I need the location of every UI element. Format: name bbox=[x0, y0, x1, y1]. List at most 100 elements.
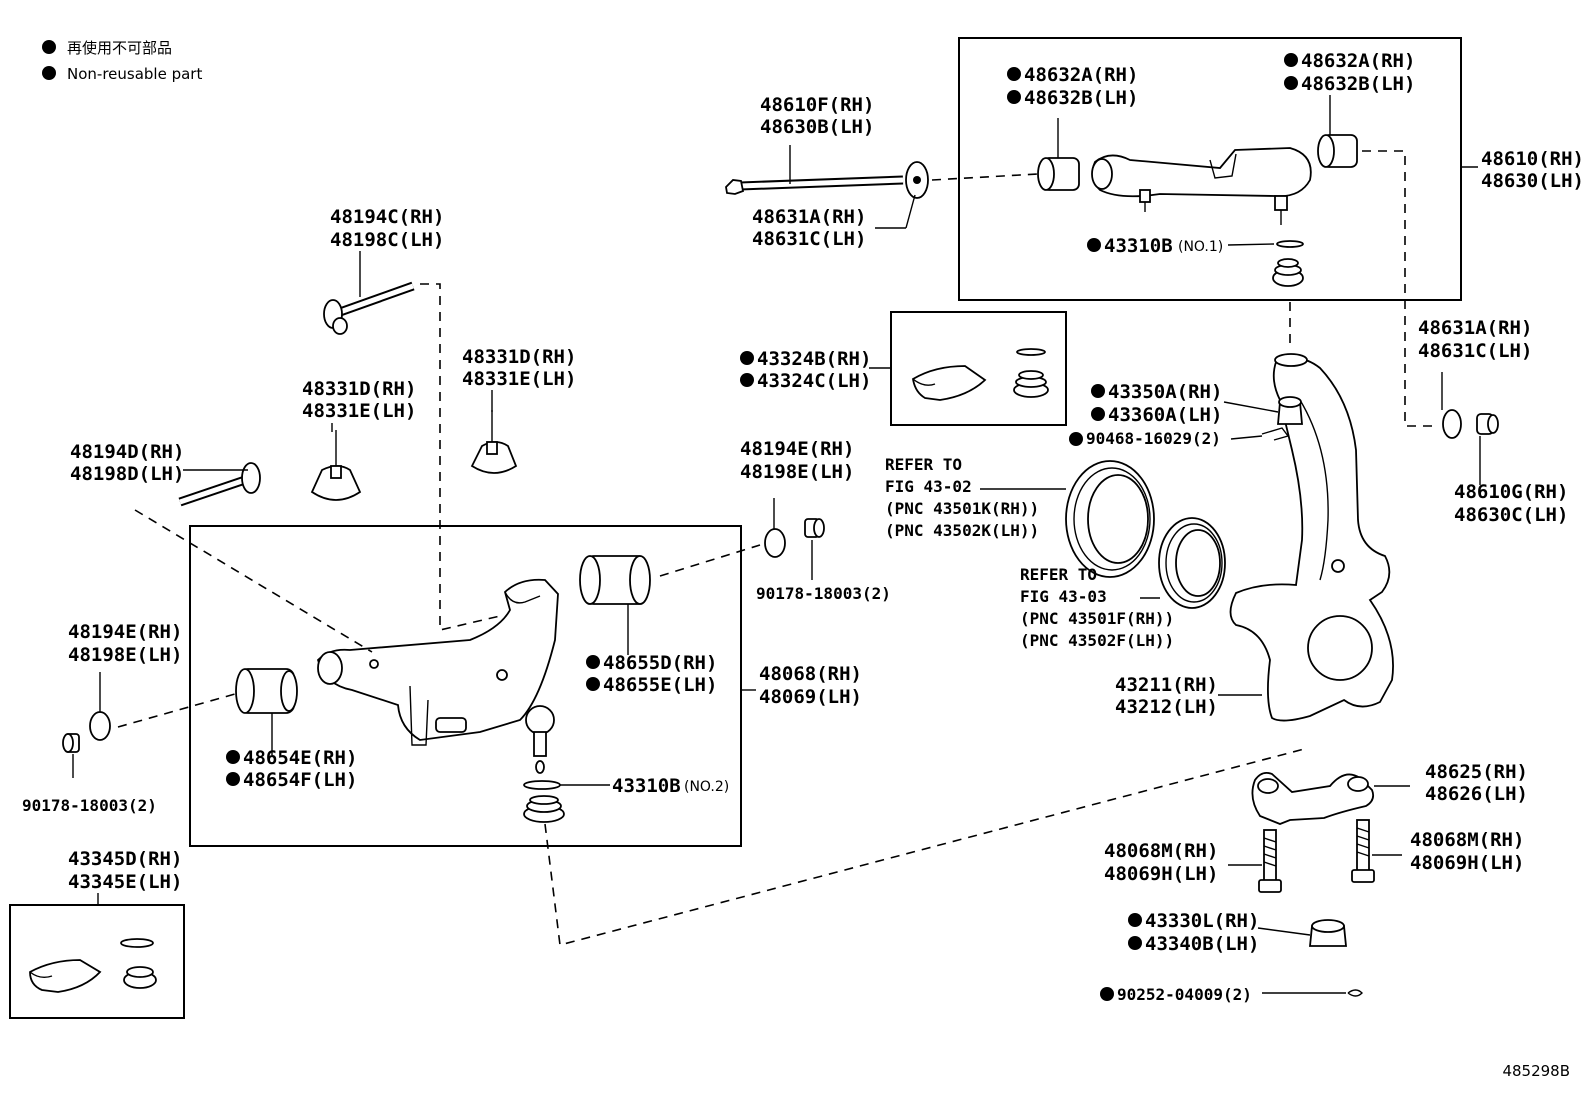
label-pnc-43501K: (PNC 43501K(RH)) bbox=[885, 499, 1039, 518]
label-43350A: 43350A(RH) bbox=[1108, 381, 1222, 403]
label-48632A-right: 48632A(RH) bbox=[1301, 50, 1415, 72]
label-48610F: 48610F(RH) bbox=[760, 94, 874, 116]
lower-kit-boot-icon bbox=[123, 966, 157, 989]
lower-kit-snap-ring-icon bbox=[120, 938, 154, 948]
kit-snap-ring-icon bbox=[1016, 348, 1046, 356]
label-48610G: 48610G(RH) bbox=[1454, 481, 1568, 503]
label-48631C-top: 48631C(LH) bbox=[752, 228, 866, 250]
lower-bushing-rear-icon bbox=[235, 668, 298, 714]
legend: 再使用不可部品 Non-reusable part bbox=[42, 39, 202, 83]
legend-en: Non-reusable part bbox=[67, 65, 202, 83]
steering-knuckle-icon bbox=[1229, 353, 1394, 722]
nut-left-icon bbox=[62, 733, 80, 753]
grease-packet-icon bbox=[912, 365, 987, 401]
label-48632B-left: 48632B(LH) bbox=[1024, 87, 1138, 109]
label-48655D: 48655D(RH) bbox=[603, 652, 717, 674]
label-48631A-right: 48631A(RH) bbox=[1418, 317, 1532, 339]
upper-bushing-right-icon bbox=[1317, 134, 1358, 168]
assembly-dashed-lines bbox=[117, 150, 1438, 947]
label-48631A-top: 48631A(RH) bbox=[752, 206, 866, 228]
cam-washer-knuckle-icon bbox=[1442, 409, 1462, 439]
label-43340B: 43340B(LH) bbox=[1145, 933, 1259, 955]
label-48631C-right: 48631C(LH) bbox=[1418, 340, 1532, 362]
label-48194E-left: 48194E(RH) bbox=[68, 621, 182, 643]
label-90252: 90252-04009(2) bbox=[1117, 985, 1252, 1004]
label-48632B-right: 48632B(LH) bbox=[1301, 73, 1415, 95]
lower-arm-box bbox=[189, 525, 742, 847]
label-43211: 43211(RH) bbox=[1115, 674, 1218, 696]
label-refer-to-2: REFER TO bbox=[1020, 565, 1097, 584]
label-48654E: 48654E(RH) bbox=[243, 747, 357, 769]
label-48198C: 48198C(LH) bbox=[330, 229, 444, 251]
steering-knuckle-arm-icon bbox=[1251, 771, 1375, 825]
label-43310B-no2: 43310B bbox=[612, 775, 681, 797]
figure-id: 485298B bbox=[1502, 1062, 1570, 1080]
label-43330L: 43330L(RH) bbox=[1145, 910, 1259, 932]
cam-washer-left-icon bbox=[89, 711, 111, 741]
oil-seal-large-icon bbox=[1065, 460, 1155, 578]
label-90178-left: 90178-18003(2) bbox=[22, 796, 157, 815]
label-48069H-left: 48069H(LH) bbox=[1104, 863, 1218, 885]
legend-jp: 再使用不可部品 bbox=[67, 39, 172, 57]
label-43310B-no1: 43310B bbox=[1104, 235, 1173, 257]
label-refer-to-1: REFER TO bbox=[885, 455, 962, 474]
label-48194D: 48194D(RH) bbox=[70, 441, 184, 463]
label-48198D: 48198D(LH) bbox=[70, 463, 184, 485]
label-48331D-b: 48331D(RH) bbox=[302, 378, 416, 400]
label-48610: 48610(RH) bbox=[1481, 148, 1584, 170]
label-48630B: 48630B(LH) bbox=[760, 116, 874, 138]
upper-bushing-left-icon bbox=[1037, 157, 1080, 191]
lower-ball-joint-icon bbox=[525, 705, 555, 774]
lower-boot-icon bbox=[523, 795, 565, 823]
castle-nut-icon bbox=[1309, 919, 1347, 947]
label-48069: 48069(LH) bbox=[759, 686, 862, 708]
cam-washer-right-icon bbox=[764, 528, 786, 558]
label-48068: 48068(RH) bbox=[759, 663, 862, 685]
label-pnc-43502F: (PNC 43502F(LH)) bbox=[1020, 631, 1174, 650]
label-48630: 48630(LH) bbox=[1481, 170, 1584, 192]
label-pnc-43502K: (PNC 43502K(LH)) bbox=[885, 521, 1039, 540]
label-43310B-no1-sub: (NO.1) bbox=[1178, 239, 1223, 255]
label-43212: 43212(LH) bbox=[1115, 696, 1218, 718]
kit-boot-icon bbox=[1013, 370, 1049, 398]
cotter-pin-icon bbox=[1261, 427, 1290, 441]
boot-kit-box-lower bbox=[9, 904, 185, 1019]
nut-right-icon bbox=[804, 518, 825, 538]
label-48194C: 48194C(RH) bbox=[330, 206, 444, 228]
label-43360A: 43360A(LH) bbox=[1108, 404, 1222, 426]
label-43345E: 43345E(LH) bbox=[68, 871, 182, 893]
lower-grease-packet-icon bbox=[29, 959, 102, 993]
lower-bushing-front-icon bbox=[579, 555, 651, 605]
lower-control-arm-icon bbox=[316, 578, 559, 746]
oil-seal-small-icon bbox=[1158, 517, 1226, 609]
upper-arm-bolt-icon bbox=[725, 175, 904, 195]
label-48194E-right: 48194E(RH) bbox=[740, 438, 854, 460]
label-43324B: 43324B(RH) bbox=[757, 348, 871, 370]
non-reusable-bullet-icon bbox=[42, 66, 56, 80]
label-48198E-right: 48198E(LH) bbox=[740, 461, 854, 483]
upper-control-arm-icon bbox=[1091, 147, 1312, 225]
label-48632A-left: 48632A(RH) bbox=[1024, 64, 1138, 86]
label-48654F: 48654F(LH) bbox=[243, 769, 357, 791]
label-43310B-no2-sub: (NO.2) bbox=[684, 779, 729, 795]
cam-nut-knuckle-icon bbox=[1476, 413, 1499, 435]
label-48331E-b: 48331E(LH) bbox=[302, 400, 416, 422]
label-48068M-left: 48068M(RH) bbox=[1104, 840, 1218, 862]
label-48068M-right: 48068M(RH) bbox=[1410, 829, 1524, 851]
label-48069H-right: 48069H(LH) bbox=[1410, 852, 1524, 874]
upper-ball-joint-boot-icon bbox=[1272, 258, 1304, 287]
label-90178-right: 90178-18003(2) bbox=[756, 584, 891, 603]
label-48331E-a: 48331E(LH) bbox=[462, 368, 576, 390]
label-fig-43-03: FIG 43-03 bbox=[1020, 587, 1107, 606]
part-labels: 48610F(RH) 48630B(LH) 48631A(RH) 48631C(… bbox=[22, 50, 1584, 1080]
cam-plate-left-icon bbox=[310, 430, 362, 501]
label-43324C: 43324C(LH) bbox=[757, 370, 871, 392]
label-pnc-43501F: (PNC 43501F(RH)) bbox=[1020, 609, 1174, 628]
non-reusable-bullet-icon bbox=[42, 40, 56, 54]
split-pin-icon bbox=[1347, 989, 1363, 997]
label-48626: 48626(LH) bbox=[1425, 783, 1528, 805]
knuckle-nut-icon bbox=[1277, 396, 1303, 425]
non-reusable-bullets bbox=[226, 53, 1298, 1001]
